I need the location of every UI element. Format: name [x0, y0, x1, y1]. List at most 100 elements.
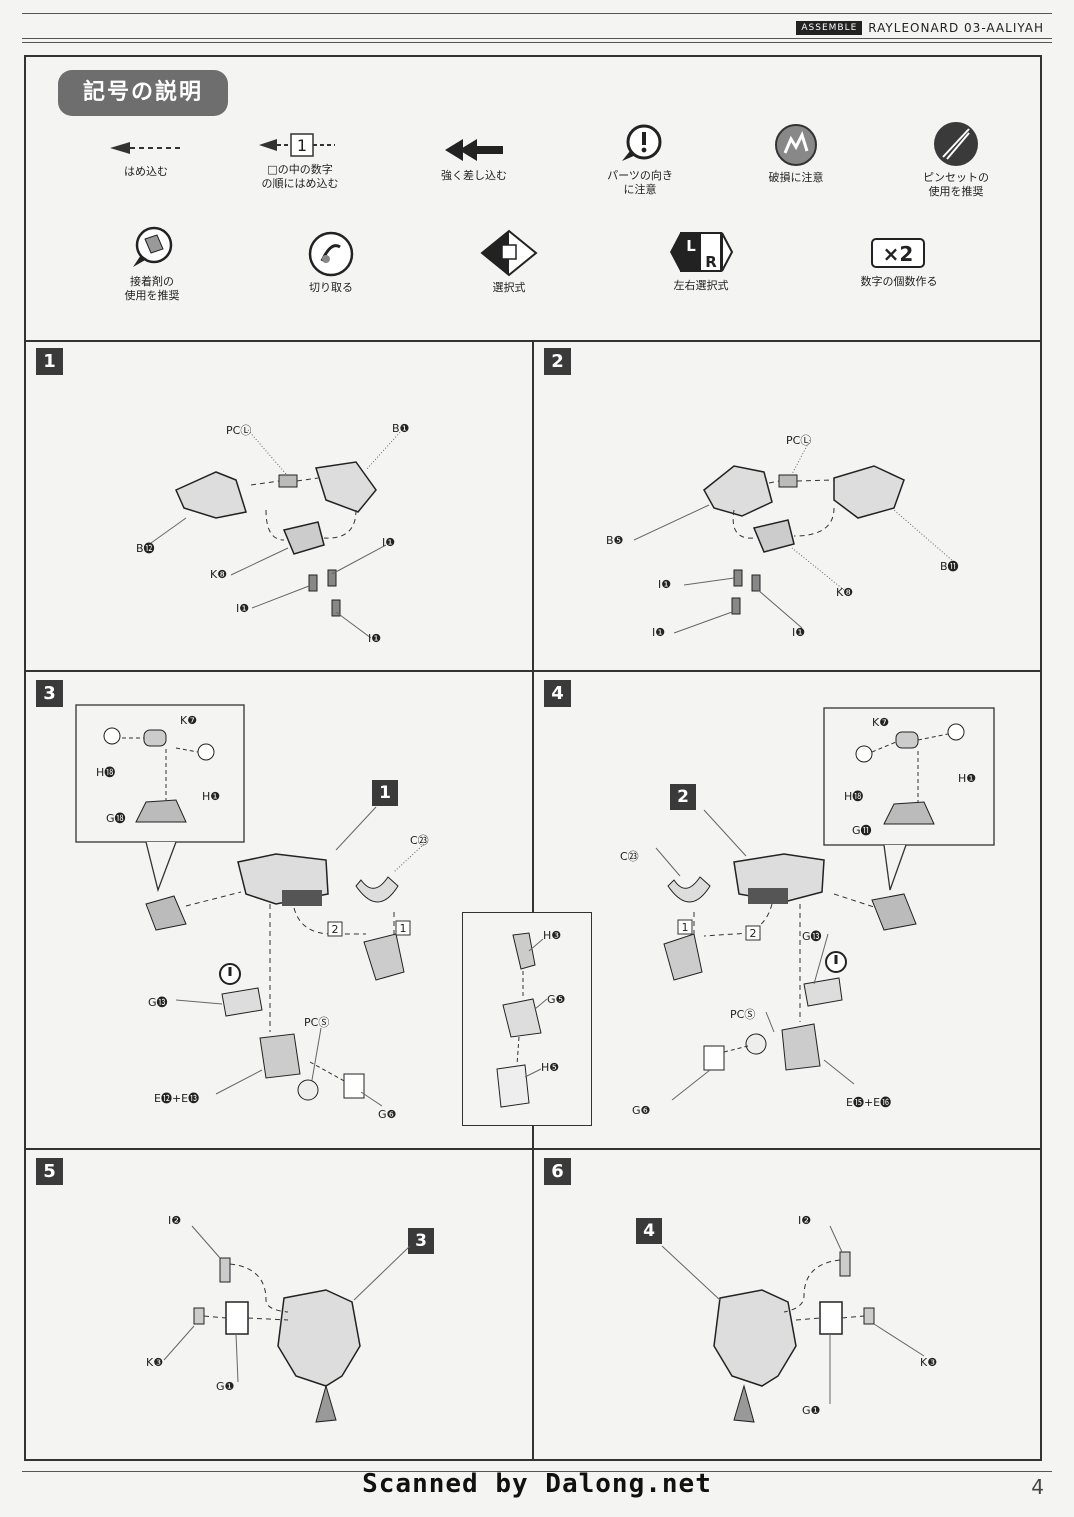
legend-option-select: 選択式 [439, 229, 579, 295]
part-label: PCⓁ [226, 424, 252, 437]
legend-insert: はめ込む [76, 135, 216, 179]
part-label: G⓲ [106, 812, 126, 825]
part-label: H⓲ [844, 790, 864, 803]
legend-caption: 切り取る [309, 281, 353, 294]
part-label: K❽ [836, 586, 854, 599]
part-label: K❼ [872, 716, 890, 729]
part-label: PCⓈ [730, 1008, 756, 1021]
legend-breakage: 破損に注意 [726, 123, 866, 185]
svg-text:1: 1 [297, 136, 307, 155]
part-label: K❸ [146, 1356, 164, 1369]
svg-text:L: L [686, 237, 696, 255]
page-header: ASSEMBLE RAYLEONARD 03-AALIYAH [796, 21, 1044, 35]
step-number: 5 [36, 1158, 63, 1185]
part-label: G❺ [547, 993, 566, 1006]
header-rule-2 [22, 42, 1052, 43]
multiply-icon: ×2 [871, 238, 925, 268]
step-number: 2 [544, 348, 571, 375]
scanned-by-credit: Scanned by Dalong.net [362, 1469, 712, 1499]
legend-numbered-insert: 1 □の中の数字 の順にはめ込む [230, 131, 370, 191]
svg-text:×2: ×2 [883, 242, 914, 266]
header-rule-1 [22, 38, 1052, 39]
step-number: 4 [544, 680, 571, 707]
part-label: B❶ [392, 422, 410, 435]
part-label: I❶ [236, 602, 250, 615]
step-number: 6 [544, 1158, 571, 1185]
legend-caption: はめ込む [124, 165, 168, 178]
part-label: K❽ [210, 568, 228, 581]
step-5-panel: 5 3 I❷ K❸ G❶ [26, 1150, 534, 1459]
part-label: H❸ [543, 929, 562, 942]
part-label: E⓯+E⓰ [846, 1096, 892, 1109]
tweezers-icon [934, 122, 978, 166]
model-name: RAYLEONARD 03-AALIYAH [868, 21, 1044, 35]
legend-left-right: L R 左右選択式 [631, 229, 771, 293]
numbered-insert-arrow-icon: 1 [259, 133, 335, 157]
option-select-icon [480, 229, 538, 277]
part-label: G⓭ [148, 996, 168, 1009]
legend-caption: 接着剤の 使用を推奨 [124, 275, 180, 302]
double-arrow-icon [445, 139, 503, 161]
part-label: I❶ [792, 626, 806, 639]
step-4-panel: 4 2 1 [534, 672, 1040, 1150]
part-label: H❶ [202, 790, 221, 803]
part-label: H❶ [958, 772, 977, 785]
step-number: 1 [36, 348, 63, 375]
left-right-icon: L R [670, 232, 734, 272]
part-label: PCⓁ [786, 434, 812, 447]
step-ref-badge: 4 [636, 1218, 662, 1244]
step-4-diagram: 1 2 [655, 707, 995, 1101]
callout-diagram [496, 932, 548, 1108]
step-ref-badge: 3 [408, 1228, 434, 1254]
legend-caption: 強く差し込む [441, 169, 507, 182]
part-label: I❶ [368, 632, 382, 645]
part-label: E⓬+E⓭ [154, 1092, 200, 1105]
legend-cut: 切り取る [261, 231, 401, 295]
part-label: G❻ [378, 1108, 397, 1121]
part-label: H❺ [541, 1061, 560, 1074]
part-label: I❶ [652, 626, 666, 639]
part-label: K❼ [180, 714, 198, 727]
svg-text:1: 1 [682, 921, 689, 934]
legend-caption: パーツの向き に注意 [607, 169, 673, 196]
part-label: I❷ [168, 1214, 182, 1227]
step-ref-badge: 1 [372, 780, 398, 806]
breakage-icon [775, 124, 817, 166]
part-label: G❶ [216, 1380, 235, 1393]
glue-icon [133, 226, 173, 267]
part-label: PCⓈ [304, 1016, 330, 1029]
legend-caption: □の中の数字 の順にはめ込む [261, 163, 339, 190]
legend-caption: ピンセットの 使用を推奨 [923, 171, 989, 198]
svg-text:2: 2 [750, 927, 757, 940]
svg-text:1: 1 [400, 922, 407, 935]
step-3-diagram: 2 1 [75, 704, 425, 1107]
step-5-diagram [163, 1225, 411, 1423]
legend-glue: 接着剤の 使用を推奨 [82, 225, 222, 303]
insert-arrow-icon [110, 142, 184, 154]
step-1-panel: 1 PCⓁ B❶ B⓬ K❽ I❶ I❶ I❶ [26, 340, 534, 672]
step-2-diagram [633, 439, 955, 634]
step-3-panel: 3 1 2 [26, 672, 534, 1150]
instruction-frame: 記号の説明 はめ込む 1 □の中の数字 の順にはめ込む [24, 55, 1042, 1461]
legend-caption: 選択式 [492, 281, 526, 294]
step-1-diagram [150, 429, 403, 639]
subassembly-callout: H❸ G❺ H❺ [462, 912, 592, 1126]
part-label: B⓫ [940, 560, 959, 573]
svg-text:R: R [705, 253, 717, 271]
part-label: G❶ [802, 1404, 821, 1417]
svg-text:2: 2 [332, 923, 339, 936]
legend-double-arrow: 強く差し込む [404, 135, 544, 183]
page-number: 4 [1031, 1475, 1044, 1499]
part-label: I❷ [798, 1214, 812, 1227]
step-number: 3 [36, 680, 63, 707]
step-6-diagram [661, 1225, 925, 1423]
part-label: G❻ [632, 1104, 651, 1117]
top-rule [22, 13, 1052, 14]
legend-title: 記号の説明 [58, 70, 228, 116]
part-label: I❶ [382, 536, 396, 549]
legend-orientation: パーツの向き に注意 [570, 123, 710, 197]
part-label: C㉓ [410, 834, 429, 847]
part-label: K❸ [920, 1356, 938, 1369]
part-label: C㉓ [620, 850, 639, 863]
legend-multiply: ×2 数字の個数作る [829, 237, 969, 289]
